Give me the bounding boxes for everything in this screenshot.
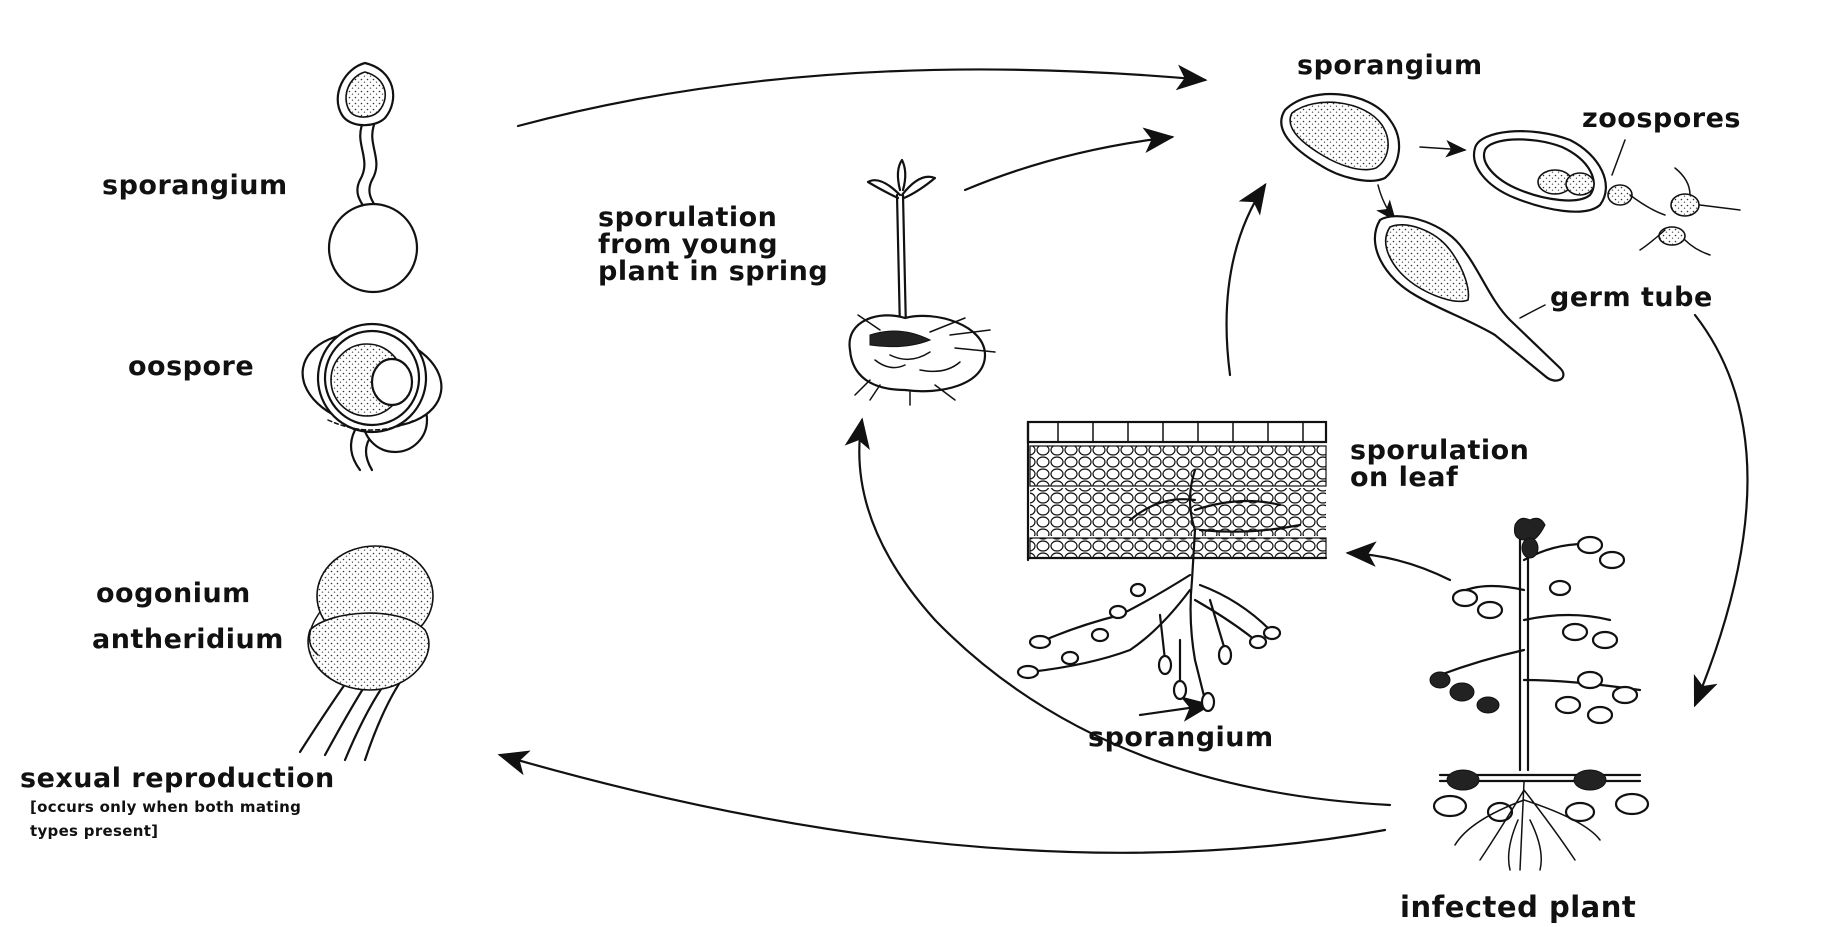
label-sporulation-young-line2: from young: [598, 230, 778, 259]
label-infected-plant: infected plant: [1400, 890, 1636, 924]
label-sporangium-left: sporangium: [102, 170, 288, 201]
sporangium-top-drawing: [1281, 94, 1399, 181]
arrow-young-plant-to-sporangium: [965, 137, 1172, 190]
label-sporulation-young-line1: sporulation: [598, 203, 777, 232]
infected-plant-drawing: [1430, 518, 1648, 870]
sporangium-left-drawing: [329, 63, 417, 292]
label-sporulation-young-line3: plant in spring: [598, 257, 828, 286]
zoospores-drawing: [1474, 131, 1740, 255]
label-sporangium-top: sporangium: [1297, 50, 1483, 81]
arrow-leaf-to-sporangium: [1227, 185, 1265, 375]
label-antheridium: antheridium: [92, 624, 284, 655]
label-zoospores: zoospores: [1582, 103, 1741, 134]
oospore-drawing: [295, 323, 449, 470]
arrow-plant-to-leaf: [1348, 553, 1450, 580]
arrow-plant-to-sexual: [500, 755, 1385, 853]
young-plant-drawing: [850, 160, 995, 405]
leaf-section-drawing: [1018, 422, 1326, 711]
arrow-sporangium-pointer: [1140, 705, 1210, 715]
label-sexual-note-line2: types present]: [30, 822, 158, 840]
label-oospore: oospore: [128, 351, 254, 382]
label-sporangium-leaf: sporangium: [1088, 722, 1274, 753]
germinating-sporangium-drawing: [1375, 216, 1564, 380]
label-germ-tube: germ tube: [1550, 282, 1713, 313]
arrow-sporangium-to-germ: [1378, 185, 1395, 220]
oogonium-antheridium-drawing: [300, 546, 433, 760]
arrow-sporangium-to-zoospores: [1420, 147, 1465, 150]
arrow-to-sporangium-top: [518, 69, 1205, 126]
label-sexual-reproduction: sexual reproduction: [20, 763, 335, 794]
label-sporulation-leaf-line2: on leaf: [1350, 463, 1458, 492]
label-sexual-note-line1: [occurs only when both mating: [30, 798, 301, 816]
label-oogonium: oogonium: [96, 578, 251, 609]
label-sporulation-leaf-line1: sporulation: [1350, 436, 1529, 465]
arrow-germ-tube-to-plant: [1695, 315, 1748, 705]
